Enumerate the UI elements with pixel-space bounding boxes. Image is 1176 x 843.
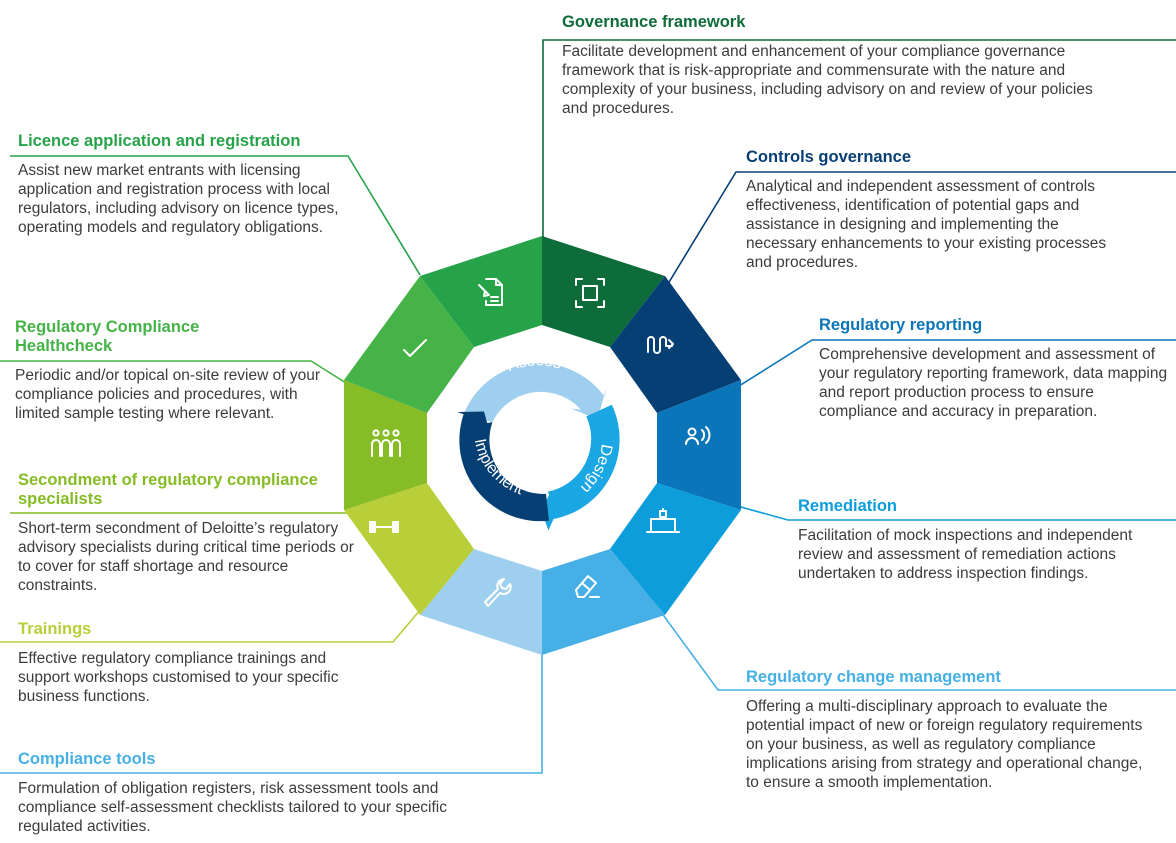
presentation-icon xyxy=(646,508,680,533)
service-description: Assist new market entrants with licensin… xyxy=(18,162,339,236)
service-block-licence-application: Licence application and registration Ass… xyxy=(18,132,358,237)
service-title: Controls governance xyxy=(746,148,912,166)
service-description: Formulation of obligation registers, ris… xyxy=(18,780,448,835)
segment-licence-application xyxy=(420,236,542,347)
service-block-secondment: Secondment of regulatory compliance spec… xyxy=(18,471,363,595)
hub-arc-assess xyxy=(463,363,607,422)
service-description: Comprehensive development and assessment… xyxy=(819,346,1168,420)
connector-controls-governance xyxy=(659,171,1176,298)
service-description: Offering a multi-disciplinary approach t… xyxy=(746,698,1143,791)
segment-regulatory-change xyxy=(542,549,665,655)
eraser-icon xyxy=(575,575,600,598)
service-title: Regulatory change management xyxy=(746,668,1001,686)
service-title: Trainings xyxy=(18,620,92,638)
service-block-remediation: Remediation Facilitation of mock inspect… xyxy=(798,497,1143,583)
checkmark-icon xyxy=(403,339,427,357)
service-block-compliance-tools: Compliance tools Formulation of obligati… xyxy=(18,750,498,836)
service-title: Governance framework xyxy=(562,13,746,31)
hub-cycle: Assess Design Implement xyxy=(457,352,620,531)
wrench-icon xyxy=(484,578,512,607)
connector-licence-application xyxy=(10,155,421,276)
hub-arc-implement xyxy=(457,411,549,522)
people-group-icon xyxy=(371,429,401,457)
service-block-regulatory-change: Regulatory change management Offering a … xyxy=(746,668,1156,792)
segment-remediation xyxy=(610,483,741,615)
service-description: Short-term secondment of Deloitte’s regu… xyxy=(18,520,354,594)
focus-frame-icon xyxy=(575,278,605,308)
service-description: Facilitate development and enhancement o… xyxy=(562,43,1093,117)
service-block-healthcheck: Regulatory Compliance Healthcheck Period… xyxy=(15,318,335,423)
service-description: Analytical and independent assessment of… xyxy=(746,178,1107,271)
service-description: Periodic and/or topical on-site review o… xyxy=(15,367,320,422)
process-flow-icon xyxy=(647,336,674,354)
connector-governance-framework xyxy=(542,39,1176,237)
broadcast-person-icon xyxy=(685,426,711,445)
connector-regulatory-reporting xyxy=(719,339,1176,399)
service-title: Secondment of regulatory compliance spec… xyxy=(18,471,318,508)
hub-arc-design xyxy=(541,404,620,531)
service-block-controls-governance: Controls governance Analytical and indep… xyxy=(746,148,1126,272)
service-block-regulatory-reporting: Regulatory reporting Comprehensive devel… xyxy=(819,316,1176,421)
service-block-governance-framework: Governance framework Facilitate developm… xyxy=(562,13,1122,118)
service-block-trainings: Trainings Effective regulatory complianc… xyxy=(18,620,378,706)
wheel-segments xyxy=(344,236,741,655)
segment-controls-governance xyxy=(610,276,741,413)
service-title: Remediation xyxy=(798,497,898,515)
segment-governance-framework xyxy=(542,236,665,347)
segment-trainings xyxy=(344,483,474,615)
segment-compliance-tools xyxy=(420,549,542,655)
service-title: Compliance tools xyxy=(18,750,156,768)
hub-label-assess: Assess xyxy=(505,352,564,375)
service-title: Regulatory Compliance Healthcheck xyxy=(15,318,200,355)
dumbbell-icon xyxy=(369,521,399,533)
document-edit-icon xyxy=(478,278,503,306)
service-title: Licence application and registration xyxy=(18,132,301,150)
segment-secondment xyxy=(344,380,427,510)
segment-healthcheck xyxy=(344,276,474,413)
service-title: Regulatory reporting xyxy=(819,316,983,334)
segment-regulatory-reporting xyxy=(657,380,741,510)
service-description: Effective regulatory compliance training… xyxy=(18,650,339,705)
service-description: Facilitation of mock inspections and ind… xyxy=(798,527,1133,582)
